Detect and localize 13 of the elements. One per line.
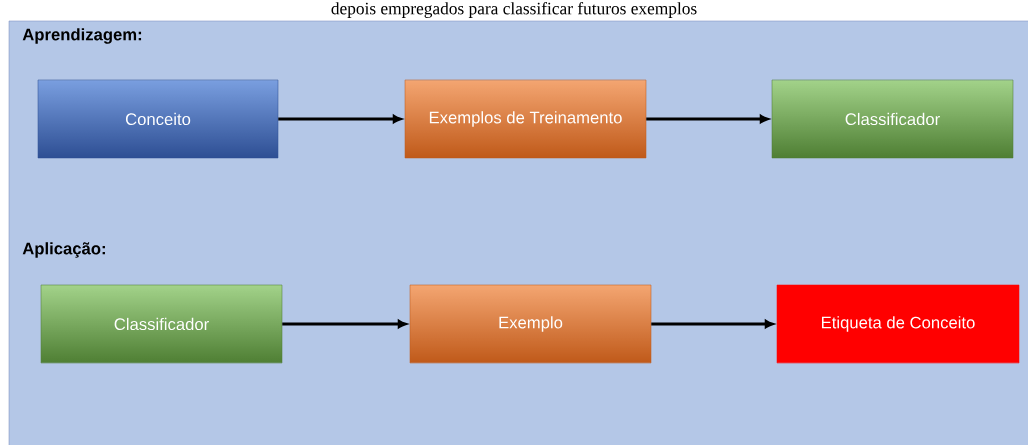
section-heading: Aprendizagem:	[22, 28, 142, 44]
process-box: Classificador	[771, 79, 1014, 159]
arrow	[651, 319, 774, 329]
arrow	[646, 114, 769, 124]
process-box: Exemplo	[409, 284, 652, 364]
arrow	[278, 114, 402, 124]
section-heading: Aplicação:	[22, 242, 105, 258]
arrow	[282, 319, 407, 329]
process-box: Etiqueta de Conceito	[776, 284, 1020, 364]
process-box: Conceito	[37, 79, 279, 159]
caption-text: depois empregados para classificar futuros exemplos	[331, 2, 697, 18]
process-box: Exemplos de Treinamento	[404, 79, 647, 159]
process-box: Classificador	[40, 284, 283, 364]
